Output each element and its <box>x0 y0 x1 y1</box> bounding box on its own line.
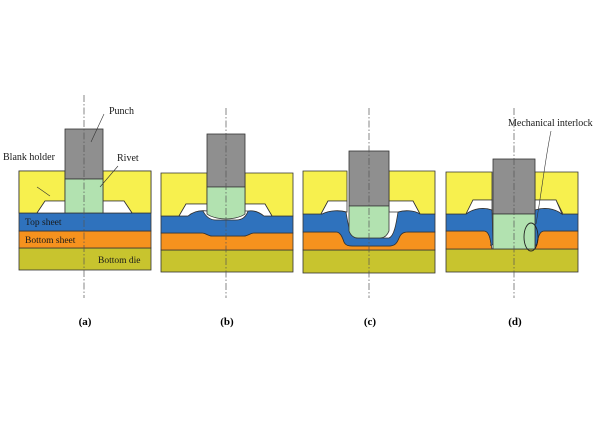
stage-c-top-sheet <box>302 210 436 247</box>
stage-d-rivet <box>492 213 536 250</box>
blank-holder-label: Blank holder <box>3 152 56 163</box>
stage-b-rivet <box>206 186 246 220</box>
top-sheet-label: Top sheet <box>25 218 62 228</box>
rivet-leader <box>99 165 119 188</box>
bottom-die-label: Bottom die <box>98 256 141 266</box>
stage-d-caption: (d) <box>508 316 522 328</box>
rivet-label: Rivet <box>117 153 139 164</box>
stage-b-bottom-die <box>160 249 294 273</box>
stage-c-caption: (c) <box>364 316 377 328</box>
stage-d-panel <box>445 108 579 298</box>
interlock-leader <box>535 130 552 225</box>
stage-d-interlock-ellipse <box>523 222 539 252</box>
mechanical-interlock-label: Mechanical interlock <box>508 118 593 129</box>
stage-b-caption: (b) <box>220 316 234 328</box>
stage-d-bottom-die <box>445 248 579 273</box>
stage-a-panel <box>18 95 152 298</box>
stage-c-panel <box>302 108 436 298</box>
stage-b-holder-gap-right <box>244 203 273 217</box>
blank-holder-leader <box>36 186 51 197</box>
stage-b-panel <box>160 108 294 298</box>
stage-c-holder-gap-right <box>388 200 421 215</box>
stage-a-caption: (a) <box>79 316 92 328</box>
stage-d-holder-gap-left <box>465 199 493 215</box>
stage-c-holder-gap-left <box>320 200 348 215</box>
punch-leader <box>90 113 105 143</box>
bottom-sheet-label: Bottom sheet <box>25 236 76 246</box>
punch-label: Punch <box>109 106 134 117</box>
stage-d-holder-gap-right <box>534 199 563 216</box>
